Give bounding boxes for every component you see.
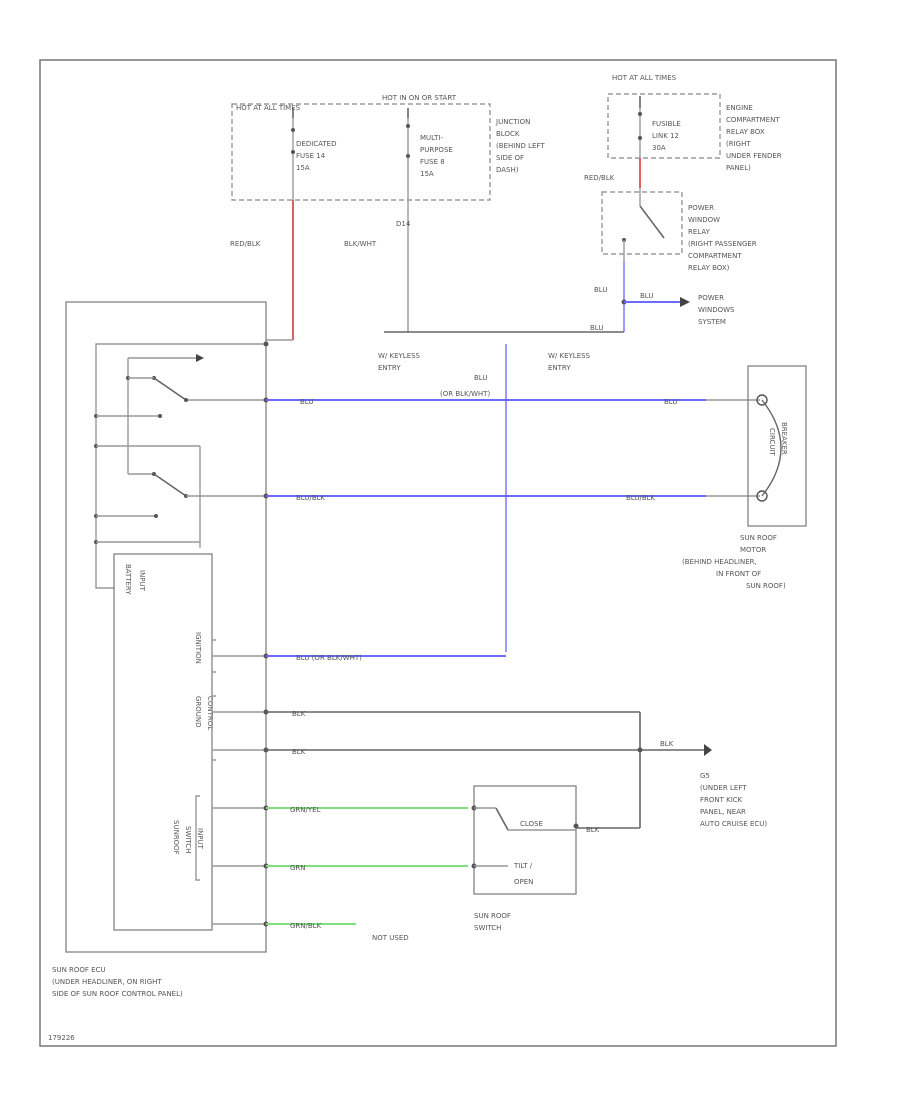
keyless-entry-left-label: ENTRY bbox=[378, 364, 401, 372]
sunroof-input-label: INPUT bbox=[196, 828, 204, 850]
ground-section-label: GROUND bbox=[194, 696, 202, 728]
grn-blk-wire-label: GRN/BLK bbox=[290, 922, 322, 930]
fusible-link-rating: 30A bbox=[652, 144, 666, 152]
blu-pw-wire-label: BLU bbox=[640, 292, 653, 300]
motor-label: IN FRONT OF bbox=[716, 570, 761, 578]
blu-motor-wire-label: BLU bbox=[300, 398, 313, 406]
red-blk-left-wire-label: RED/BLK bbox=[230, 240, 261, 248]
pw-system-label: WINDOWS bbox=[698, 306, 735, 314]
keyless-entry-right-label: ENTRY bbox=[548, 364, 571, 372]
blu-bus-label: BLU bbox=[590, 324, 603, 332]
grn-wire-label: GRN bbox=[290, 864, 306, 872]
blu-blk-motor-wire-label: BLU/BLK bbox=[296, 494, 326, 502]
fuse-8-label: PURPOSE bbox=[420, 146, 453, 154]
relay-label: WINDOW bbox=[688, 216, 720, 224]
keyless-entry-right-label: W/ KEYLESS bbox=[548, 352, 591, 360]
g5-location-label: FRONT KICK bbox=[700, 796, 743, 804]
switch-name-label: SUN ROOF bbox=[474, 912, 511, 920]
fuse-14-rating: 15A bbox=[296, 164, 310, 172]
hot-in-on-label: HOT IN ON OR START bbox=[382, 94, 457, 102]
sunroof-input-label: SUNROOF bbox=[172, 820, 180, 855]
g5-location-label: PANEL, NEAR bbox=[700, 808, 746, 816]
blu-ignition-wire-label: BLU (OR BLK/WHT) bbox=[296, 654, 362, 662]
junction-block-location: (BEHIND LEFT bbox=[496, 142, 545, 150]
junction-block-location: JUNCTION bbox=[495, 118, 530, 126]
engine-box-location: RELAY BOX bbox=[726, 128, 765, 136]
diagram-border bbox=[39, 59, 837, 1047]
blk-ground-wire-label-2: BLK bbox=[292, 748, 306, 756]
engine-box-location: ENGINE bbox=[726, 104, 753, 112]
fusible-link-label: LINK 12 bbox=[652, 132, 679, 140]
hot-at-all-times-label: HOT AT ALL TIMES bbox=[236, 104, 301, 112]
sunroof-input-label: SWITCH bbox=[184, 826, 192, 853]
blu-relay-wire-label: BLU bbox=[594, 286, 607, 294]
ecu-location-label: (UNDER HEADLINER, ON RIGHT bbox=[52, 978, 162, 986]
motor-label: SUN ROOF) bbox=[746, 582, 786, 590]
engine-relay-box: HOT AT ALL TIMES FUSIBLE LINK 12 30A ENG… bbox=[607, 74, 782, 172]
pw-system-label: POWER bbox=[698, 294, 724, 302]
figure-id-label: 179226 bbox=[48, 1034, 75, 1042]
circuit-breaker-label: BREAKER bbox=[780, 422, 788, 455]
grn-yel-wire-label: GRN/YEL bbox=[290, 806, 321, 814]
fuse-8-rating: 15A bbox=[420, 170, 434, 178]
g5-ground-label: G5 bbox=[700, 772, 710, 780]
relay-label: POWER bbox=[688, 204, 714, 212]
engine-box-location: COMPARTMENT bbox=[726, 116, 780, 124]
power-window-relay: POWER WINDOW RELAY (RIGHT PASSENGER COMP… bbox=[601, 191, 757, 272]
pw-system-label: SYSTEM bbox=[698, 318, 726, 326]
motor-label: SUN ROOF bbox=[740, 534, 777, 542]
relay-label: RELAY bbox=[688, 228, 711, 236]
relay-label: COMPARTMENT bbox=[688, 252, 742, 260]
engine-box-location: UNDER FENDER bbox=[726, 152, 782, 160]
control-section-label: CONTROL bbox=[206, 696, 214, 730]
blu-motor-wire-label-right: BLU bbox=[664, 398, 677, 406]
fuse-8-label: MULTI- bbox=[420, 134, 443, 142]
battery-input-label: INPUT bbox=[138, 570, 146, 592]
blu-blk-motor-wire-label-right: BLU/BLK bbox=[626, 494, 656, 502]
ignition-section-label: IGNITION bbox=[194, 632, 202, 664]
switch-blk-wire-label: BLK bbox=[586, 826, 600, 834]
relay-label: RELAY BOX) bbox=[688, 264, 730, 272]
blu-keyless-wire-label: BLU bbox=[474, 374, 487, 382]
g5-location-label: (UNDER LEFT bbox=[700, 784, 747, 792]
motor-label: MOTOR bbox=[740, 546, 766, 554]
sunroof-switch: CLOSE TILT / OPEN SUN ROOF SWITCH bbox=[471, 785, 579, 932]
fuse-14-label: DEDICATED bbox=[296, 140, 337, 148]
engine-box-location: PANEL) bbox=[726, 164, 751, 172]
circuit-breaker-label: CIRCUIT bbox=[768, 428, 776, 457]
switch-name-label: SWITCH bbox=[474, 924, 501, 932]
ecu-name-label: SUN ROOF ECU bbox=[52, 966, 106, 974]
switch-close-label: CLOSE bbox=[520, 820, 543, 828]
battery-input-label: BATTERY bbox=[124, 564, 132, 595]
junction-block-location: BLOCK bbox=[496, 130, 520, 138]
red-blk-right-wire-label: RED/BLK bbox=[584, 174, 615, 182]
keyless-entry-left-label: W/ KEYLESS bbox=[378, 352, 421, 360]
fusible-link-label: FUSIBLE bbox=[652, 120, 681, 128]
junction-block: HOT AT ALL TIMES HOT IN ON OR START DEDI… bbox=[231, 94, 545, 201]
g5-location-label: AUTO CRUISE ECU) bbox=[700, 820, 767, 828]
engine-box-location: (RIGHT bbox=[726, 140, 751, 148]
sunroof-motor: CIRCUIT BREAKER SUN ROOF MOTOR (BEHIND H… bbox=[682, 365, 807, 590]
fuse-14-label: FUSE 14 bbox=[296, 152, 326, 160]
ecu-location-label: SIDE OF SUN ROOF CONTROL PANEL) bbox=[52, 990, 183, 998]
motor-label: (BEHIND HEADLINER, bbox=[682, 558, 757, 566]
blk-wht-wire-label: BLK/WHT bbox=[344, 240, 377, 248]
blk-g5-wire-label: BLK bbox=[660, 740, 674, 748]
switch-tilt-label: TILT / bbox=[513, 862, 533, 870]
d14-splice-label: D14 bbox=[396, 220, 411, 228]
switch-open-label: OPEN bbox=[514, 878, 533, 886]
sunroof-ecu: BATTERY INPUT IGNITION GROUND CONTROL SU… bbox=[65, 301, 269, 953]
blu-keyless-alt-label: (OR BLK/WHT) bbox=[440, 390, 490, 398]
blk-ground-wire-label: BLK bbox=[292, 710, 306, 718]
hot-at-all-times-right-label: HOT AT ALL TIMES bbox=[612, 74, 677, 82]
relay-label: (RIGHT PASSENGER bbox=[688, 240, 757, 248]
fuse-8-label: FUSE 8 bbox=[420, 158, 445, 166]
junction-block-location: DASH) bbox=[496, 166, 519, 174]
not-used-label: NOT USED bbox=[372, 934, 409, 942]
junction-block-location: SIDE OF bbox=[496, 154, 524, 162]
